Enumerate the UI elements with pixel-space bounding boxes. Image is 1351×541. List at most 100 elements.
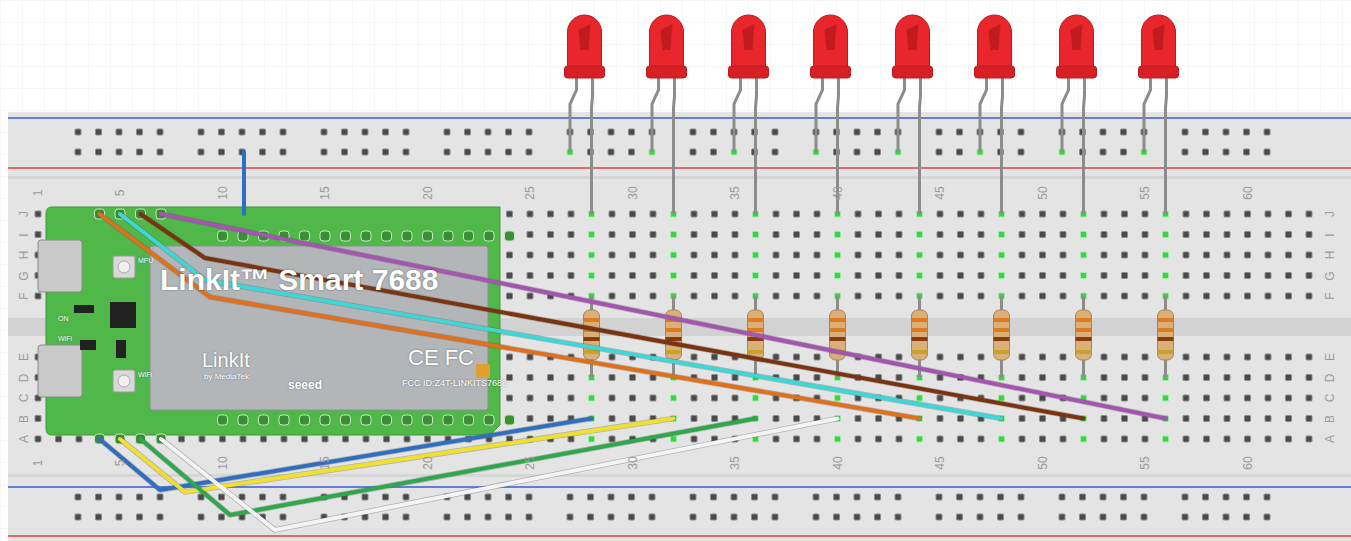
- breadboard-hole: [1245, 354, 1251, 360]
- column-number: 45: [934, 186, 946, 199]
- breadboard-hole: [835, 232, 841, 238]
- breadboard-hole: [1019, 211, 1025, 217]
- breadboard-hole: [629, 149, 635, 155]
- breadboard-hole: [772, 494, 778, 500]
- breadboard-hole: [383, 149, 389, 155]
- breadboard-hole: [342, 129, 348, 135]
- breadboard-hole: [917, 273, 923, 279]
- rail-line-blue: [8, 117, 1351, 119]
- wire-outline: [141, 419, 756, 516]
- breadboard-hole: [219, 149, 225, 155]
- jumper-wire: [120, 419, 674, 493]
- column-number: 5: [114, 460, 126, 467]
- board-text: FCC ID:Z4T-LINKITS7688: [402, 379, 507, 388]
- row-letter-text: D: [18, 373, 30, 382]
- breadboard-hole: [896, 354, 902, 360]
- breadboard-hole: [219, 494, 225, 500]
- breadboard-hole: [1245, 273, 1251, 279]
- breadboard-hole: [302, 436, 308, 442]
- board-text: by MediaTek: [204, 373, 249, 381]
- led-body: [650, 15, 684, 70]
- breadboard-hole: [712, 252, 718, 258]
- breadboard-hole: [813, 494, 819, 500]
- breadboard-hole: [1018, 494, 1024, 500]
- breadboard-hole: [731, 514, 737, 520]
- breadboard-hole: [362, 129, 368, 135]
- breadboard-hole: [937, 232, 943, 238]
- column-number: 1: [32, 460, 44, 467]
- breadboard-hole: [609, 252, 615, 258]
- breadboard-hole: [896, 232, 902, 238]
- breadboard-hole: [1224, 375, 1230, 381]
- led-flange: [647, 66, 687, 78]
- breadboard-hole: [630, 375, 636, 381]
- pin-pad: [484, 415, 494, 425]
- breadboard-hole: [732, 232, 738, 238]
- resistor-band: [912, 350, 928, 354]
- row-letter: I: [1324, 233, 1336, 236]
- breadboard-hole: [1060, 293, 1066, 299]
- breadboard-hole: [1080, 494, 1086, 500]
- breadboard-hole: [794, 436, 800, 442]
- breadboard-hole: [403, 494, 409, 500]
- breadboard-hole: [630, 416, 636, 422]
- breadboard-hole: [1286, 232, 1292, 238]
- breadboard-hole: [711, 129, 717, 135]
- breadboard-hole: [1040, 273, 1046, 279]
- led-flange: [565, 66, 605, 78]
- breadboard-hole: [937, 273, 943, 279]
- breadboard-hole: [1183, 252, 1189, 258]
- led-die: [907, 24, 919, 50]
- breadboard-hole: [1121, 129, 1127, 135]
- breadboard-hole: [548, 375, 554, 381]
- breadboard-hole: [773, 354, 779, 360]
- breadboard-hole: [609, 375, 615, 381]
- resistor-band: [830, 328, 846, 332]
- breadboard-hole: [1306, 354, 1312, 360]
- breadboard-hole: [425, 436, 431, 442]
- breadboard-hole: [650, 252, 656, 258]
- breadboard-hole: [855, 211, 861, 217]
- breadboard-hole: [507, 211, 513, 217]
- breadboard-hole: [1101, 354, 1107, 360]
- breadboard-hole: [1141, 514, 1147, 520]
- pin-pad: [423, 415, 433, 425]
- breadboard-hole: [1306, 232, 1312, 238]
- breadboard-hole: [157, 129, 163, 135]
- breadboard-hole: [1182, 129, 1188, 135]
- breadboard-hole: [444, 129, 450, 135]
- jumper-wire: [141, 214, 1084, 419]
- breadboard-hole: [96, 129, 102, 135]
- antenna-pad: [476, 364, 490, 378]
- breadboard-hole: [712, 375, 718, 381]
- breadboard-hole: [814, 273, 820, 279]
- led-flange: [1139, 66, 1179, 78]
- breadboard-hole: [1265, 354, 1271, 360]
- breadboard-hole: [876, 232, 882, 238]
- breadboard-hole: [1223, 514, 1229, 520]
- breadboard-hole: [958, 436, 964, 442]
- breadboard-hole: [465, 129, 471, 135]
- breadboard-hole: [1122, 232, 1128, 238]
- column-number-text: 30: [627, 186, 639, 199]
- led-leg: [652, 78, 659, 152]
- breadboard-hole: [1142, 211, 1148, 217]
- board-text: MPU: [138, 257, 154, 264]
- column-number: 60: [1242, 186, 1254, 199]
- breadboard-hole: [198, 129, 204, 135]
- breadboard-hole: [1203, 494, 1209, 500]
- breadboard-hole: [732, 211, 738, 217]
- resistor-symbol: [666, 296, 682, 378]
- breadboard-hole: [1122, 395, 1128, 401]
- breadboard-hole: [485, 149, 491, 155]
- led-body: [568, 15, 602, 70]
- breadboard-hole: [1306, 416, 1312, 422]
- row-letter-text: E: [1324, 353, 1336, 361]
- breadboard-hole: [1286, 436, 1292, 442]
- column-number: 40: [832, 456, 844, 469]
- breadboard-hole: [527, 375, 533, 381]
- breadboard-hole: [1183, 375, 1189, 381]
- breadboard-hole: [1122, 375, 1128, 381]
- breadboard-hole: [773, 293, 779, 299]
- breadboard-hole: [855, 273, 861, 279]
